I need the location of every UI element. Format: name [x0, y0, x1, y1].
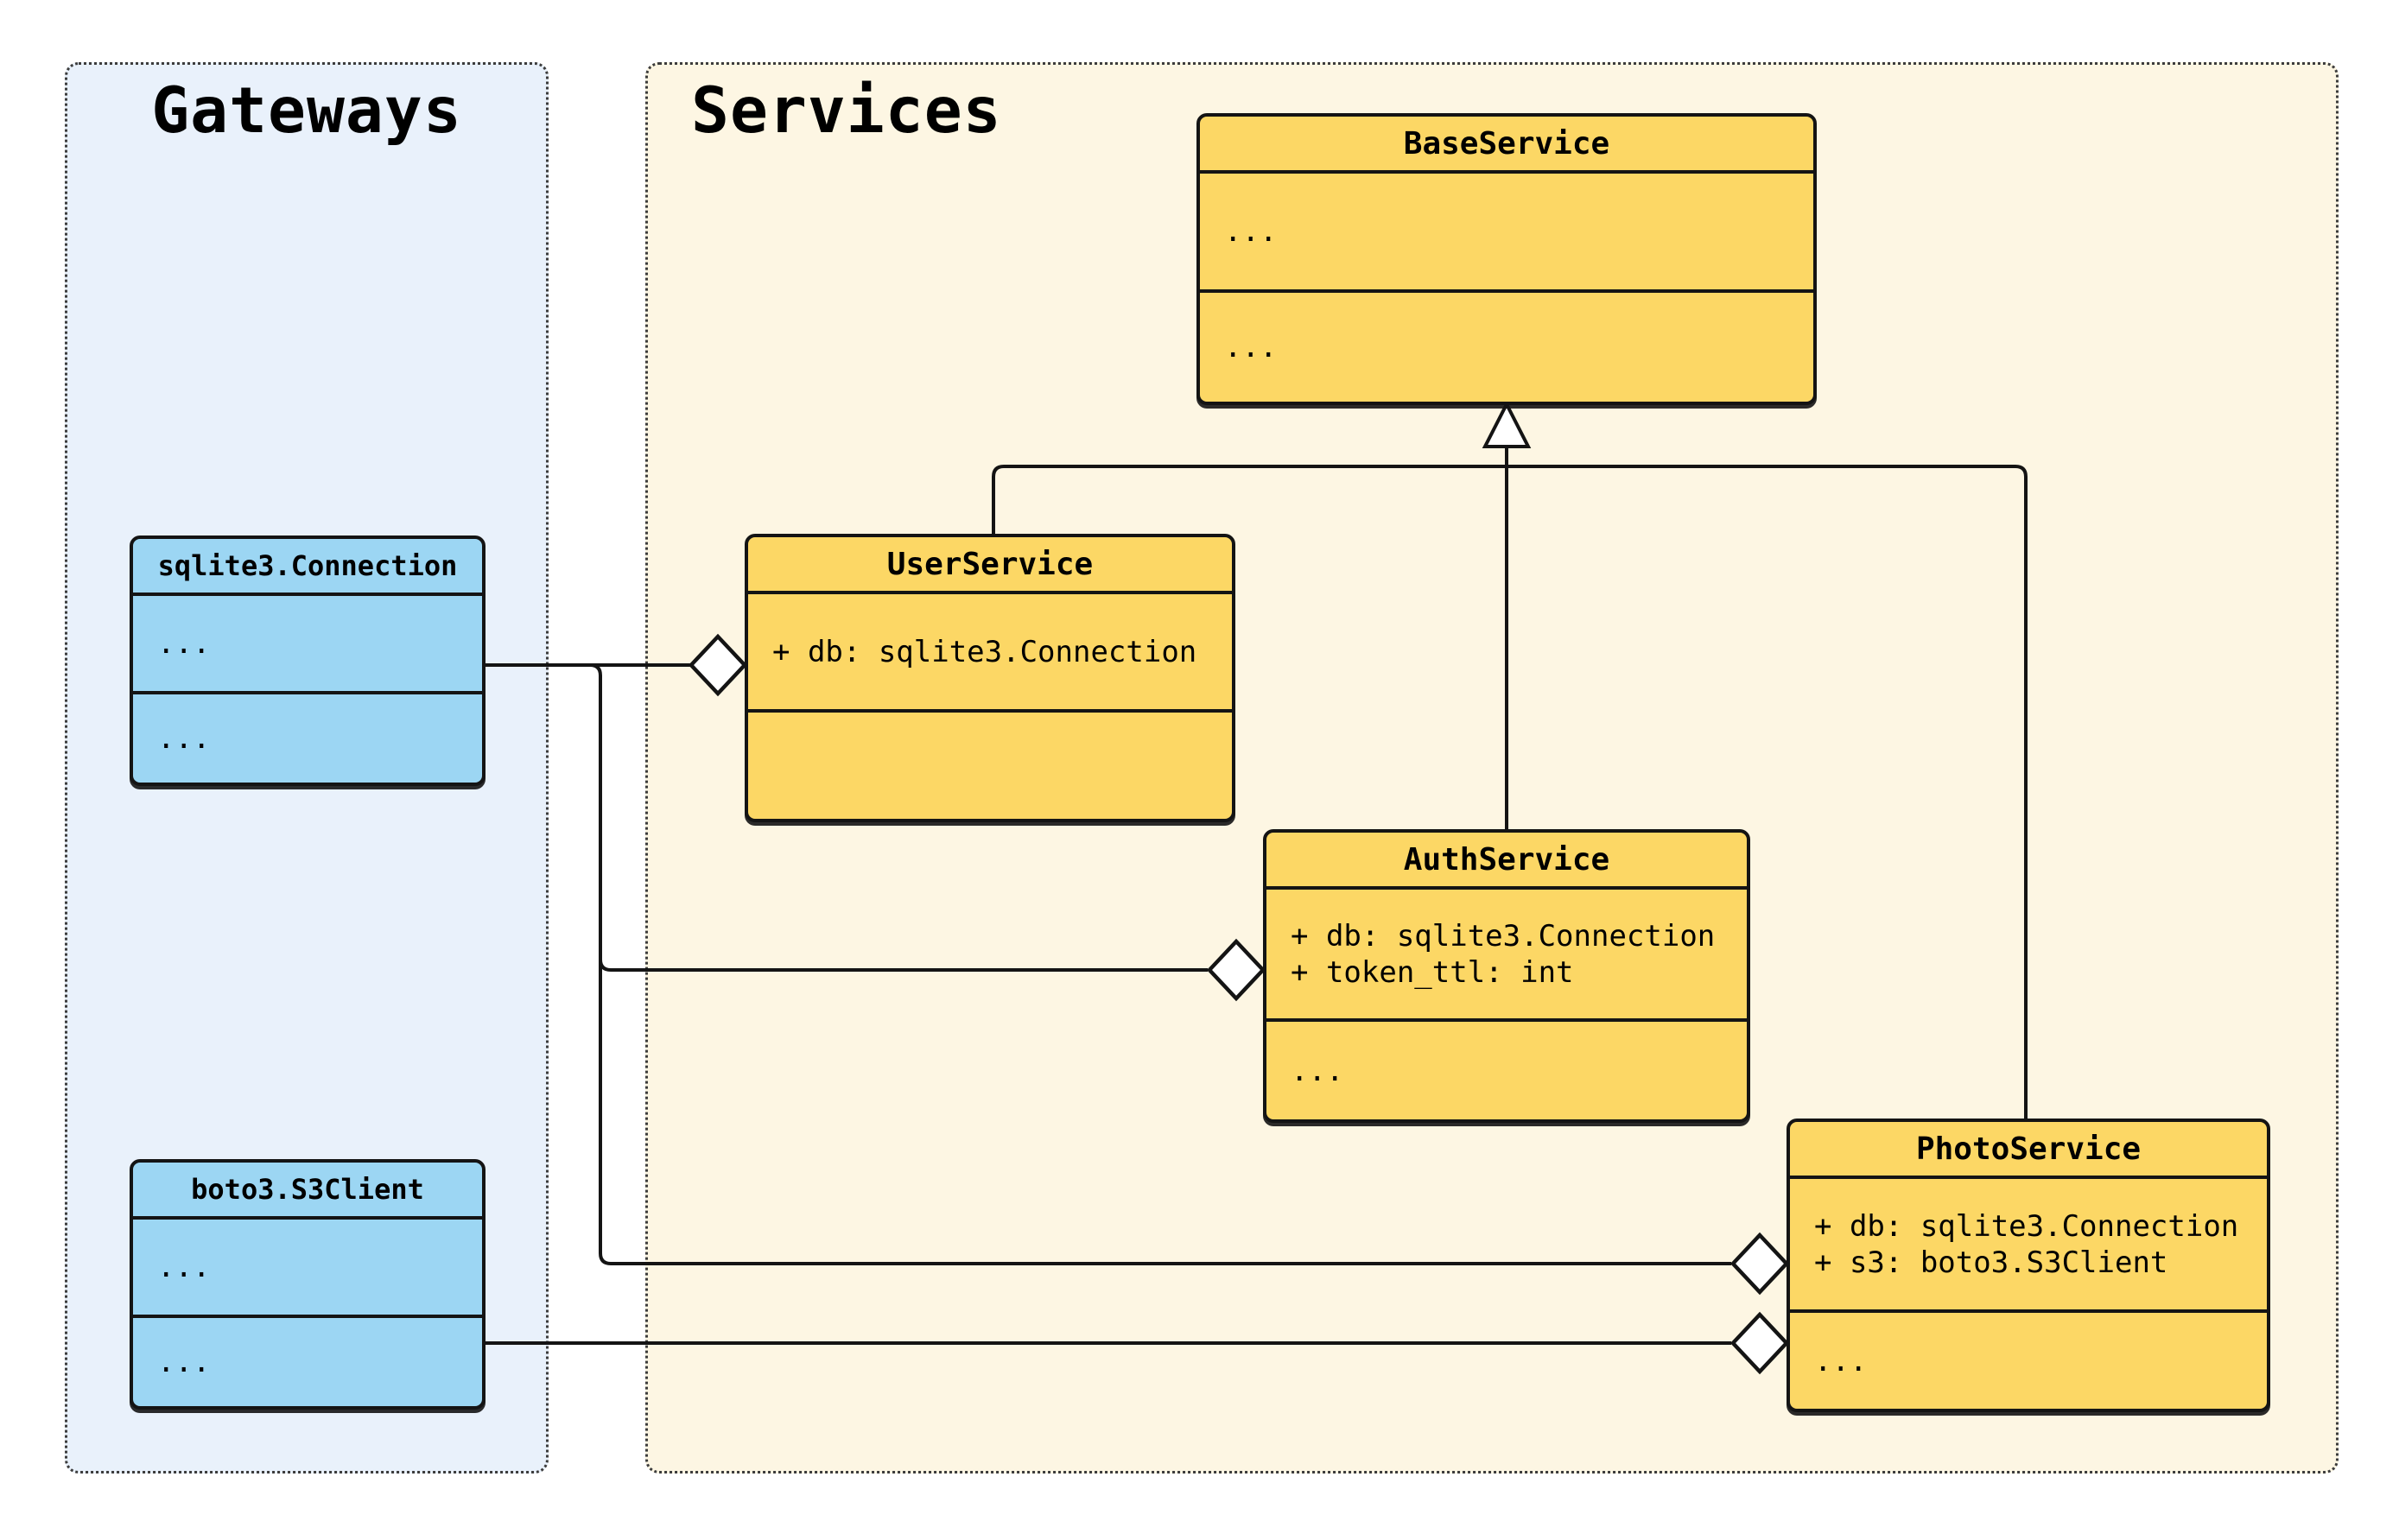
aggregation-diamond-authservice-icon — [1206, 938, 1266, 1002]
method-line: ... — [157, 1345, 211, 1379]
aggregation-diamond-userservice-icon — [688, 633, 748, 697]
method-line: ... — [1291, 1053, 1344, 1088]
class-attributes: + db: sqlite3.Connection + s3: boto3.S3C… — [1790, 1176, 2267, 1309]
inheritance-triangle-icon — [1482, 400, 1532, 448]
class-title: sqlite3.Connection — [157, 549, 458, 582]
attribute-line: ... — [157, 626, 211, 661]
class-methods: ... — [133, 691, 482, 783]
class-title: boto3.S3Client — [191, 1173, 424, 1206]
method-line: ... — [1814, 1343, 1868, 1378]
attribute-line: ... — [157, 1250, 211, 1284]
class-sqlite3-connection: sqlite3.Connection ... ... — [130, 536, 486, 786]
attribute-line: + s3: boto3.S3Client — [1814, 1245, 2168, 1280]
class-methods: ... — [1790, 1309, 2267, 1409]
class-photoservice: PhotoService + db: sqlite3.Connection + … — [1787, 1119, 2270, 1412]
attribute-line: ... — [1224, 214, 1278, 249]
services-group-title: Services — [691, 74, 1002, 148]
class-authservice: AuthService + db: sqlite3.Connection + t… — [1263, 829, 1750, 1123]
aggregation-diamond-photoservice-s3-icon — [1729, 1311, 1790, 1375]
attribute-line: + db: sqlite3.Connection — [772, 634, 1197, 669]
class-baseservice: BaseService ... ... — [1196, 113, 1817, 405]
attribute-line: + db: sqlite3.Connection — [1291, 918, 1716, 954]
class-methods: ... — [1266, 1018, 1747, 1119]
class-methods: ... — [133, 1315, 482, 1406]
class-title: PhotoService — [1915, 1131, 2142, 1167]
inheritance-rail — [992, 465, 2028, 1119]
class-attributes: + db: sqlite3.Connection — [748, 591, 1232, 709]
class-title: BaseService — [1403, 125, 1610, 162]
attribute-line: + token_ttl: int — [1291, 954, 1574, 990]
aggregation-line-sqlite-photoservice — [589, 663, 1731, 1265]
attribute-line: + db: sqlite3.Connection — [1814, 1208, 2239, 1244]
class-attributes: ... — [133, 593, 482, 691]
class-methods — [748, 709, 1232, 819]
class-userservice: UserService + db: sqlite3.Connection — [745, 534, 1235, 822]
class-title: AuthService — [1403, 841, 1610, 878]
class-attributes: ... — [133, 1216, 482, 1315]
method-line: ... — [157, 721, 211, 756]
class-attributes: + db: sqlite3.Connection + token_ttl: in… — [1266, 886, 1747, 1018]
aggregation-line-sqlite-authservice — [599, 959, 1208, 972]
class-methods: ... — [1200, 289, 1813, 402]
class-boto3-s3client: boto3.S3Client ... ... — [130, 1159, 486, 1410]
gateways-group-title: Gateways — [151, 74, 462, 148]
method-line: ... — [1224, 330, 1278, 364]
class-attributes: ... — [1200, 170, 1813, 289]
class-title: UserService — [886, 546, 1094, 582]
aggregation-diamond-photoservice-db-icon — [1729, 1232, 1790, 1296]
